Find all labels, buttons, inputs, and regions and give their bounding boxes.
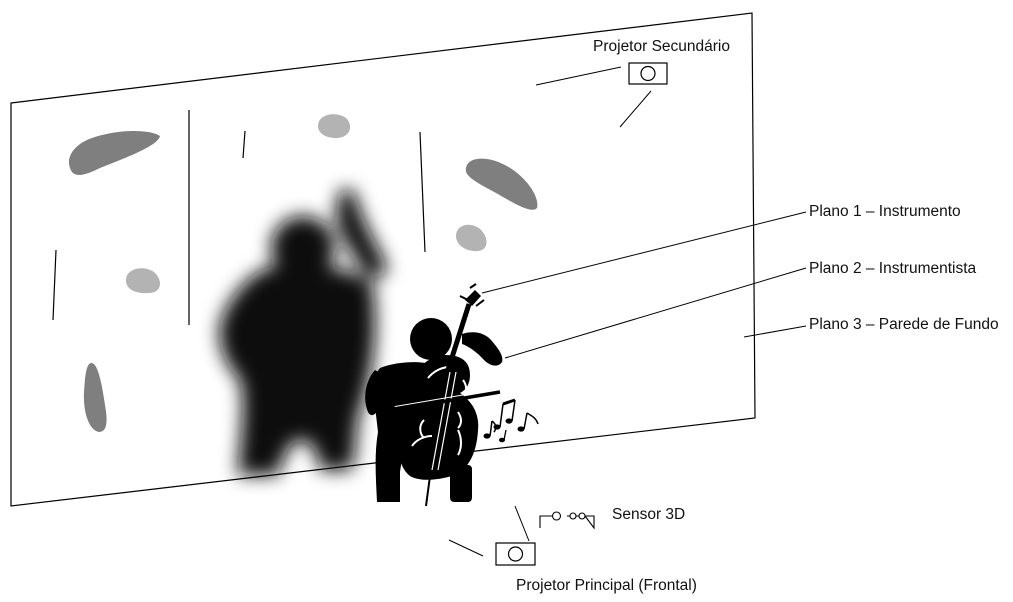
label-plane-2: Plano 2 – Instrumentista: [809, 260, 977, 277]
label-plane-1: Plano 1 – Instrumento: [809, 203, 961, 220]
shape-light-2: [456, 224, 487, 252]
cello-body: [399, 355, 479, 480]
label-plane-3: Plano 3 – Parede de Fundo: [809, 316, 999, 333]
shape-dark-2: [465, 158, 538, 210]
shape-light-1: [318, 114, 351, 138]
secondary-projector-icon: [628, 62, 668, 85]
shape-dark-1: [68, 130, 160, 175]
main-projector-icon: [495, 542, 536, 566]
left-arm: [365, 370, 388, 416]
sensor-3d-icon: [539, 511, 595, 530]
bow: [375, 390, 501, 415]
head: [410, 318, 452, 360]
leader-lines: [448, 66, 807, 557]
cellist-figure: [365, 283, 503, 507]
shape-dark-3: [83, 362, 107, 432]
shape-light-3: [125, 268, 160, 294]
performer-shadow: [219, 188, 387, 475]
label-sensor-3d: Sensor 3D: [612, 506, 686, 523]
label-secondary-projector: Projetor Secundário: [593, 38, 730, 55]
wall-lines: [52, 110, 426, 325]
label-main-projector: Projetor Principal (Frontal): [516, 577, 697, 594]
right-arm: [462, 332, 503, 366]
music-notes-icon: [483, 398, 539, 443]
projected-shapes: [68, 114, 538, 432]
